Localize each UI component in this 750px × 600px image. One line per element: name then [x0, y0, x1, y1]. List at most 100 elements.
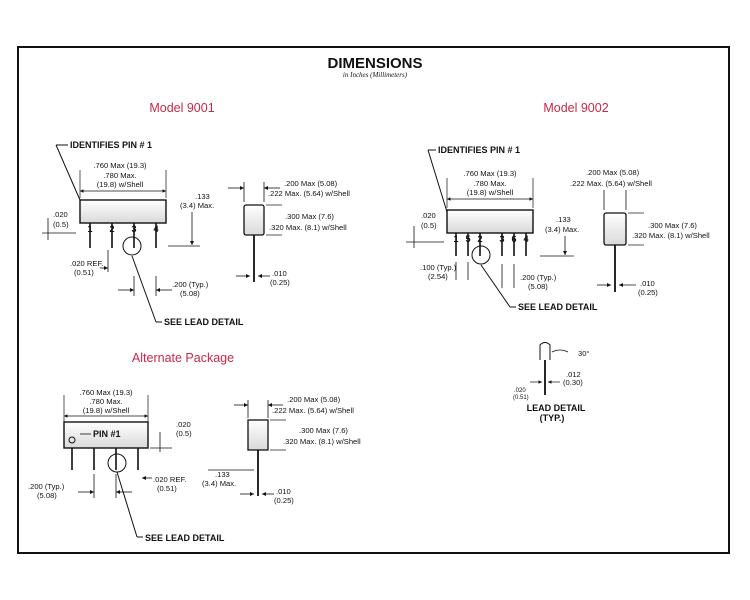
see-lead-detail-label: SEE LEAD DETAIL	[164, 317, 244, 327]
ref-dim: (0.51)	[74, 268, 94, 277]
side-height-dim: .300 Max (7.6)	[285, 212, 334, 221]
length-dim: .780 Max.	[473, 179, 506, 188]
leader-line	[116, 471, 138, 538]
alternate-package-heading: Alternate Package	[132, 351, 234, 365]
identifies-pin-label: IDENTIFIES PIN # 1	[438, 145, 520, 155]
lead-detail-title: LEAD DETAIL	[527, 403, 586, 413]
component-body	[79, 199, 167, 224]
lead-tip-shape	[539, 342, 551, 360]
side-height-dim: .320 Max. (8.1) w/Shell	[283, 437, 361, 446]
side-lead-dim: (0.25)	[274, 496, 294, 505]
side-view-body	[247, 419, 269, 451]
pin-number: 2	[109, 224, 114, 234]
side-height-dim: .300 Max (7.6)	[648, 221, 697, 230]
length-dim: .780 Max.	[89, 397, 122, 406]
lead-detail-circle	[471, 245, 491, 265]
drawing-sheet-border	[17, 46, 730, 554]
pitch-dim: (2.54)	[428, 272, 448, 281]
lead-dim: .020	[53, 210, 68, 219]
lead-dim: (0.5)	[53, 220, 69, 229]
pin-number: 2	[477, 234, 482, 244]
pin-number: 6	[511, 234, 516, 244]
pin1-marker	[68, 436, 76, 444]
identifies-pin-label: IDENTIFIES PIN # 1	[70, 140, 152, 150]
length-dim: (19.8) w/Shell	[467, 188, 514, 197]
side-width-dim: .222 Max. (5.64) w/Shell	[570, 179, 652, 188]
angle-label: 30°	[578, 349, 589, 358]
model-9001-section: Model 9001 IDENTIFIES PIN # 1 .760 Max (…	[42, 101, 350, 327]
height-dim: (3.4) Max.	[545, 225, 579, 234]
pin-number: 1	[453, 234, 458, 244]
side-height-dim: .320 Max. (8.1) w/Shell	[269, 223, 347, 232]
component-body	[446, 209, 534, 234]
model-9002-section: Model 9002 IDENTIFIES PIN # 1 .760 Max (…	[406, 101, 710, 312]
side-view-body	[603, 212, 627, 246]
height-dim: (3.4) Max.	[202, 479, 236, 488]
lead-detail-subtitle: (TYP.)	[540, 413, 565, 423]
model-9001-heading: Model 9001	[149, 101, 214, 115]
ref-dim: (0.51)	[157, 484, 177, 493]
length-dim: .760 Max (19.3)	[463, 169, 517, 178]
side-width-dim: .200 Max (5.08)	[287, 395, 341, 404]
pin-number: 4	[523, 234, 528, 244]
side-width-dim: .200 Max (5.08)	[284, 179, 338, 188]
height-dim: .133	[215, 470, 230, 479]
pin-number: 1	[87, 224, 92, 234]
length-dim: (19.8) w/Shell	[97, 180, 144, 189]
lead-detail-section: 30° .012 (0.30) .020 (0.51) LEAD DETAIL …	[513, 342, 589, 423]
side-lead-dim: (0.25)	[638, 288, 658, 297]
height-dim: .133	[195, 192, 210, 201]
ref-dim: .020 REF.	[70, 259, 103, 268]
pin-number: 3	[499, 234, 504, 244]
pin-number: 4	[153, 224, 158, 234]
pitch-dim: .100 (Typ.)	[420, 263, 457, 272]
leader-line	[131, 255, 157, 323]
lead-dim: (0.5)	[421, 221, 437, 230]
pin-number: 3	[131, 224, 136, 234]
height-dim: (3.4) Max.	[180, 201, 214, 210]
side-lead-dim: .010	[272, 269, 287, 278]
lead-width-dim: (0.51)	[513, 395, 529, 401]
leader-line	[427, 149, 448, 213]
lead-width-dim: .020	[514, 388, 526, 394]
model-9002-heading: Model 9002	[543, 101, 608, 115]
lead-detail-circle	[122, 236, 142, 256]
lead-detail-circle	[107, 453, 127, 473]
page-subtitle: in Inches (Millimeters)	[343, 71, 408, 79]
alternate-package-section: Alternate Package .760 Max (19.3) .780 M…	[28, 351, 361, 543]
leader-line	[480, 264, 511, 308]
leader-line	[55, 144, 81, 201]
pitch-dim: .200 (Typ.)	[520, 273, 557, 282]
lead-dim: (0.5)	[176, 429, 192, 438]
height-dim: .133	[556, 215, 571, 224]
pin-number-label: PIN #1	[93, 429, 121, 439]
lead-dim: .020	[176, 420, 191, 429]
length-dim: .780 Max.	[103, 171, 136, 180]
side-height-dim: .320 Max. (8.1) w/Shell	[632, 231, 710, 240]
component-body	[63, 421, 149, 449]
side-lead-dim: .010	[276, 487, 291, 496]
side-lead-dim: .010	[640, 279, 655, 288]
side-width-dim: .222 Max. (5.64) w/Shell	[268, 189, 350, 198]
side-height-dim: .300 Max (7.6)	[299, 426, 348, 435]
length-dim: .760 Max (19.3)	[93, 161, 147, 170]
lead-dim: .020	[421, 211, 436, 220]
pitch-dim: .200 (Typ.)	[172, 280, 209, 289]
see-lead-detail-label: SEE LEAD DETAIL	[518, 302, 598, 312]
side-lead-dim: (0.25)	[270, 278, 290, 287]
page-title: DIMENSIONS	[327, 55, 422, 72]
lead-thickness-dim: (0.30)	[563, 378, 583, 387]
ref-dim: .020 REF.	[153, 475, 186, 484]
side-view-body	[243, 204, 265, 236]
length-dim: .760 Max (19.3)	[79, 388, 133, 397]
length-dim: (19.8) w/Shell	[83, 406, 130, 415]
lead-thickness-dim: .012	[566, 370, 581, 379]
pitch-dim: .200 (Typ.)	[28, 482, 65, 491]
pin-number: 5	[465, 234, 470, 244]
side-width-dim: .222 Max. (5.64) w/Shell	[272, 406, 354, 415]
side-width-dim: .200 Max (5.08)	[586, 168, 640, 177]
see-lead-detail-label: SEE LEAD DETAIL	[145, 533, 225, 543]
angle-arc	[551, 349, 569, 353]
pitch-dim: (5.08)	[180, 289, 200, 298]
